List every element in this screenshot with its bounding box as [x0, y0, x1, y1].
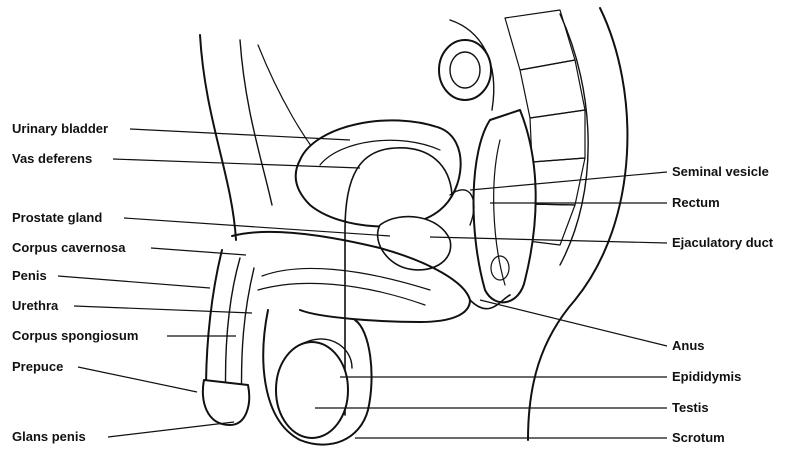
- label-ejaculatory-duct: Ejaculatory duct: [672, 235, 774, 250]
- label-penis: Penis: [12, 268, 47, 283]
- left-labels: Urinary bladder Vas deferens Prostate gl…: [12, 121, 138, 444]
- bladder-shape: [296, 120, 461, 226]
- intestine-loop: [439, 20, 494, 110]
- right-labels: Seminal vesicle Rectum Ejaculatory duct …: [672, 164, 774, 445]
- label-vas-deferens: Vas deferens: [12, 151, 92, 166]
- label-corpus-spongiosum: Corpus spongiosum: [12, 328, 138, 343]
- rectum-shape: [474, 110, 536, 302]
- label-urethra: Urethra: [12, 298, 59, 313]
- label-scrotum: Scrotum: [672, 430, 725, 445]
- label-corpus-cavernosa: Corpus cavernosa: [12, 240, 126, 255]
- label-prostate-gland: Prostate gland: [12, 210, 102, 225]
- anatomy-illustration: [200, 8, 627, 445]
- label-urinary-bladder: Urinary bladder: [12, 121, 108, 136]
- label-prepuce: Prepuce: [12, 359, 63, 374]
- label-rectum: Rectum: [672, 195, 720, 210]
- label-testis: Testis: [672, 400, 709, 415]
- label-glans-penis: Glans penis: [12, 429, 86, 444]
- label-seminal-vesicle: Seminal vesicle: [672, 164, 769, 179]
- label-epididymis: Epididymis: [672, 369, 741, 384]
- label-anus: Anus: [672, 338, 705, 353]
